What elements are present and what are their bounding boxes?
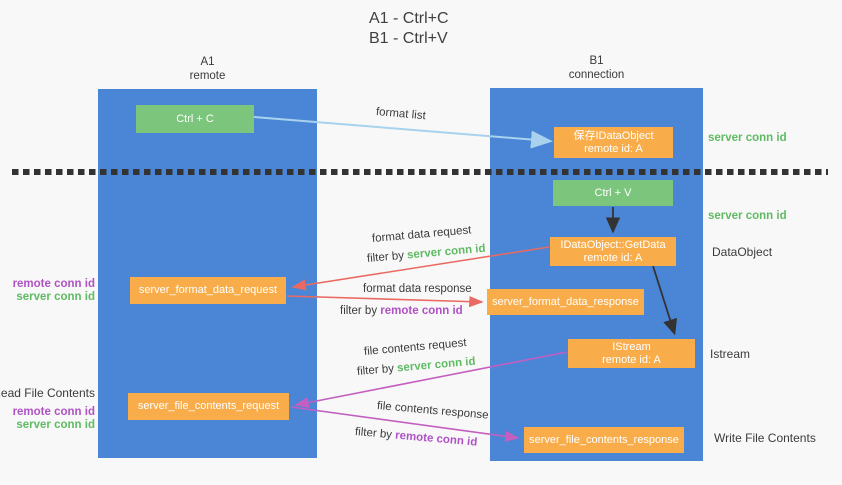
server-format-data-response-label: server_format_data_response (492, 295, 639, 308)
node-server-format-data-request: server_format_data_request (130, 277, 286, 304)
right-label-server-conn-id-top: server conn id (708, 132, 787, 144)
node-idataobject-getdata: IDataObject::GetData remote id: A (550, 237, 676, 266)
title-line-2: B1 - Ctrl+V (369, 30, 448, 47)
title-line-1: A1 - Ctrl+C (369, 10, 449, 27)
left-label-remote-conn-id-1: remote conn id (12, 278, 95, 290)
left-label-read-file-contents: Read File Contents (0, 386, 95, 400)
ctrl-c-label: Ctrl + C (176, 112, 214, 125)
right-label-dataobject: DataObject (712, 245, 773, 259)
server-format-data-request-label: server_format_data_request (138, 284, 278, 296)
left-label-server-conn-id-2: server conn id (16, 419, 95, 431)
format-data-response-text: format data response (363, 283, 472, 295)
arrow-file-contents-request (294, 351, 568, 409)
right-label-write-file-contents: Write File Contents (714, 431, 816, 445)
arrow-file-contents-response (290, 406, 520, 442)
right-label-server-conn-id-mid: server conn id (708, 210, 787, 222)
node-save-idataobject: 保存IDataObject remote id: A (554, 127, 673, 158)
server-file-contents-response-label: server_file_contents_response (529, 433, 679, 446)
node-istream: IStream remote id: A (568, 339, 695, 368)
lane-a-subtitle: remote (189, 70, 226, 82)
istream-line2: remote id: A (602, 353, 661, 366)
server-file-contents-request-label: server_file_contents_request (137, 400, 280, 412)
lane-b-title: B1 (589, 55, 604, 67)
diagram-title: A1 - Ctrl+C B1 - Ctrl+V (369, 9, 449, 49)
arrow-format-data-response (286, 295, 484, 308)
node-server-file-contents-request: server_file_contents_request (128, 393, 289, 420)
getdata-line2: remote id: A (583, 251, 643, 264)
node-ctrl-v: Ctrl + V (553, 180, 673, 206)
remote-conn-id-text: remote conn id (380, 305, 463, 317)
arrow-getdata-to-istream (652, 265, 678, 336)
arrow-format-list (253, 116, 553, 149)
lane-b-header: B1 connection (490, 54, 703, 82)
left-label-remote-conn-id-2: remote conn id (12, 406, 95, 418)
node-server-format-data-response: server_format_data_response (487, 289, 644, 315)
save-idataobject-line2: remote id: A (584, 142, 643, 155)
right-label-istream: Istream (710, 347, 751, 361)
ctrl-v-label: Ctrl + V (594, 186, 632, 199)
getdata-line1: IDataObject::GetData (560, 238, 666, 251)
save-idataobject-line1: 保存IDataObject (573, 129, 654, 142)
node-ctrl-c: Ctrl + C (136, 105, 254, 133)
lane-a-header: A1 remote (98, 55, 317, 83)
arrow-format-data-request (291, 246, 550, 291)
left-label-server-conn-id-1: server conn id (16, 291, 95, 303)
label-format-data-response: format data response (363, 283, 472, 295)
label-filter-by-remote-conn-id-1: filter by remote conn id (340, 305, 463, 317)
istream-line1: IStream (612, 340, 651, 353)
node-server-file-contents-response: server_file_contents_response (524, 427, 684, 453)
lane-b-subtitle: connection (568, 69, 625, 81)
filter-by-text: filter by (340, 305, 378, 317)
lane-a-title: A1 (200, 56, 215, 68)
